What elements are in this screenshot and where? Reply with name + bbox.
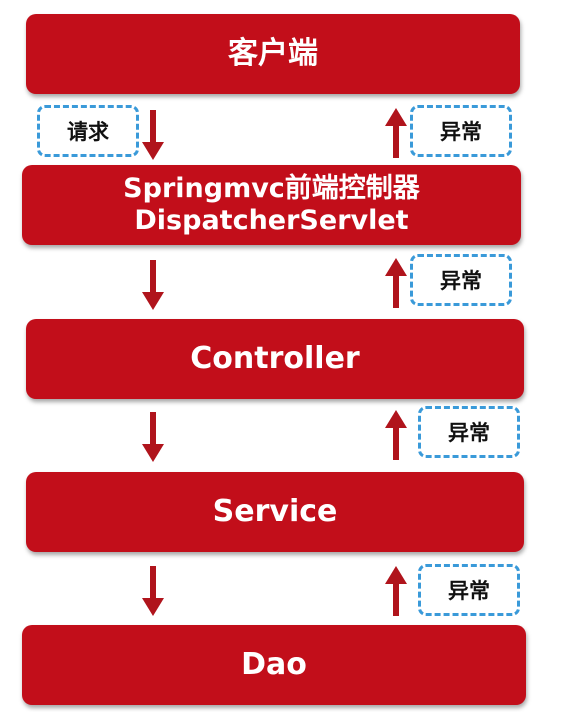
up-arrow-icon (383, 108, 409, 158)
exception-tag-2: 异常 (410, 254, 512, 306)
service-label: Service (212, 494, 338, 530)
client-box: 客户端 (26, 14, 520, 94)
exception-tag-3: 异常 (418, 406, 520, 458)
up-arrow-icon (383, 258, 409, 308)
up-arrow-icon (383, 410, 409, 460)
controller-label: Controller (190, 341, 360, 377)
dispatcher-servlet-box: Springmvc前端控制器 DispatcherServlet (22, 165, 521, 245)
exception-label-2: 异常 (440, 269, 482, 293)
client-label: 客户端 (228, 36, 318, 72)
dao-label: Dao (241, 647, 307, 683)
down-arrow-icon (140, 260, 166, 310)
down-arrow-icon (140, 110, 166, 160)
dispatcher-label-line1: Springmvc前端控制器 (123, 173, 420, 205)
dispatcher-label-line2: DispatcherServlet (134, 205, 409, 236)
down-arrow-icon (140, 566, 166, 616)
down-arrow-icon (140, 412, 166, 462)
exception-tag-1: 异常 (410, 105, 512, 157)
exception-label-1: 异常 (440, 120, 482, 144)
exception-tag-4: 异常 (418, 564, 520, 616)
service-box: Service (26, 472, 524, 552)
up-arrow-icon (383, 566, 409, 616)
exception-label-3: 异常 (448, 421, 490, 445)
request-tag: 请求 (37, 105, 139, 157)
controller-box: Controller (26, 319, 524, 399)
request-label: 请求 (67, 120, 109, 144)
dao-box: Dao (22, 625, 526, 705)
exception-label-4: 异常 (448, 579, 490, 603)
